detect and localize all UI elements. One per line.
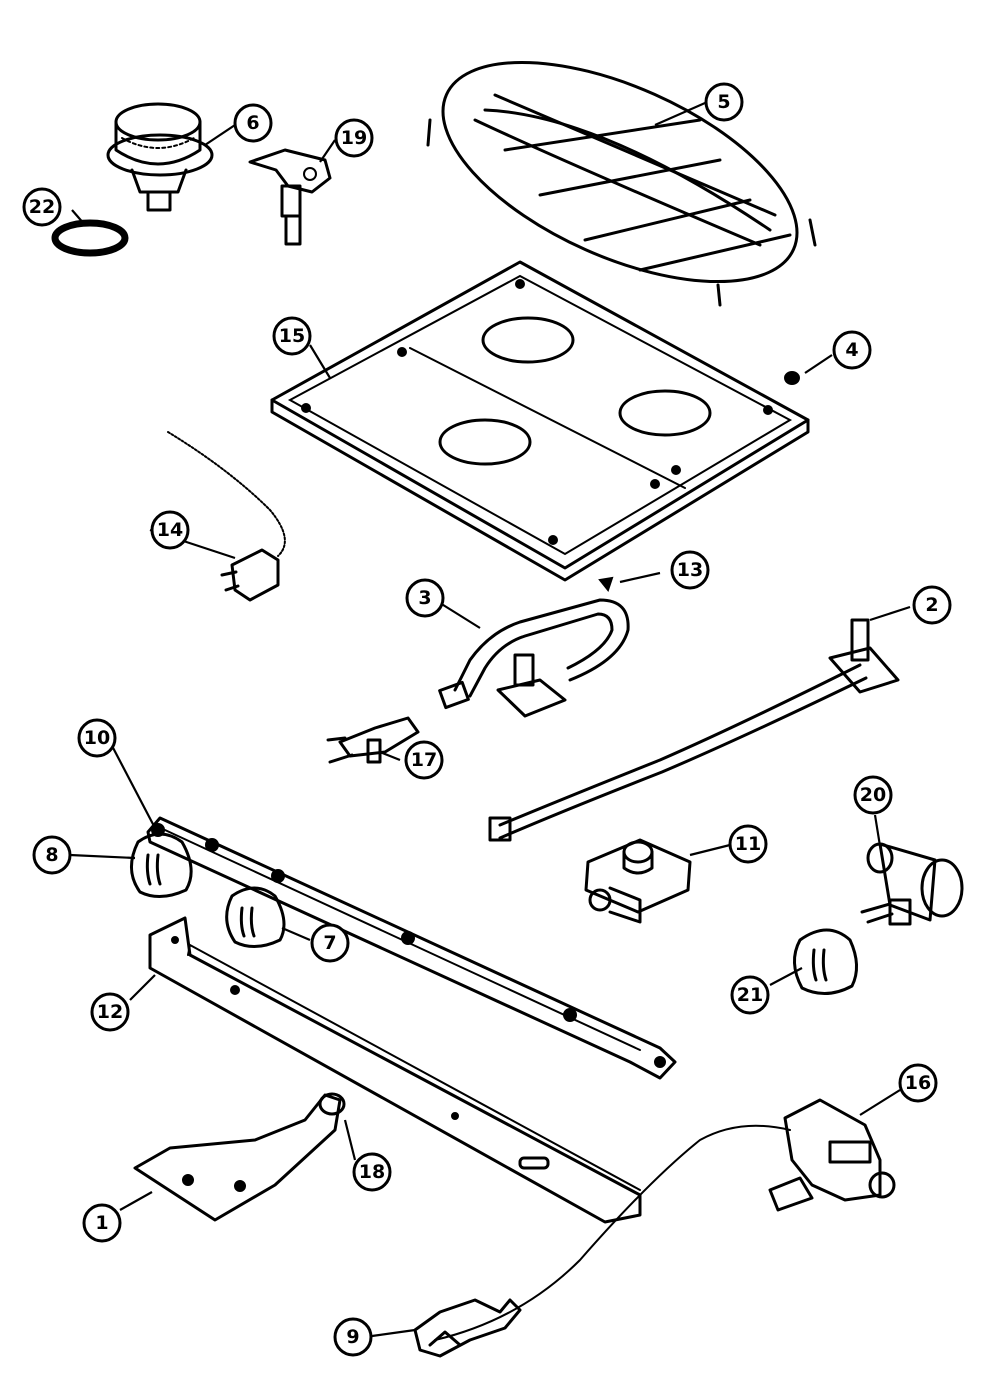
callout-5: 5 (704, 82, 744, 122)
svg-text:17: 17 (411, 749, 437, 771)
grate-part (426, 60, 817, 307)
plug-part (784, 371, 800, 385)
svg-text:7: 7 (323, 932, 336, 954)
callout-21: 21 (730, 975, 770, 1015)
mounting-bracket-part (133, 1092, 346, 1222)
callout-8: 8 (32, 835, 72, 875)
callout-18: 18 (352, 1152, 392, 1192)
svg-text:16: 16 (905, 1072, 931, 1094)
callout-7: 7 (310, 923, 350, 963)
valve-part-20 (860, 842, 964, 926)
burner-tube-part (438, 598, 630, 718)
gas-valve-part (434, 1098, 896, 1341)
callout-6: 6 (233, 103, 273, 143)
knob-part-8 (130, 832, 193, 898)
leader-lines (69, 101, 911, 1338)
callout-9: 9 (333, 1317, 373, 1357)
svg-text:21: 21 (737, 984, 763, 1006)
callout-15: 15 (272, 316, 312, 356)
callout-20: 20 (853, 775, 893, 815)
svg-text:9: 9 (346, 1326, 359, 1348)
long-burner-tube-part (488, 618, 900, 842)
svg-text:2: 2 (925, 594, 938, 616)
callout-13: 13 (670, 550, 710, 590)
screw-part (598, 576, 614, 593)
svg-text:20: 20 (860, 784, 886, 806)
svg-text:14: 14 (157, 519, 183, 541)
svg-text:22: 22 (29, 196, 55, 218)
svg-text:19: 19 (341, 127, 367, 149)
callout-14: 14 (150, 510, 190, 550)
callout-2: 2 (912, 585, 952, 625)
callout-22: 22 (22, 187, 62, 227)
manifold-bracket-part (146, 816, 677, 1080)
svg-text:5: 5 (717, 91, 730, 113)
burner-head-part (106, 102, 214, 212)
callout-16: 16 (898, 1063, 938, 1103)
valve-part (584, 838, 692, 924)
svg-text:18: 18 (359, 1161, 385, 1183)
knob-part-21 (793, 928, 858, 995)
callout-11: 11 (728, 824, 768, 864)
switch-part (167, 431, 286, 602)
knob-part-7 (225, 886, 286, 948)
svg-text:13: 13 (677, 559, 703, 581)
svg-text:4: 4 (845, 339, 858, 361)
orifice-part (326, 716, 420, 764)
igniter-switch-part (413, 1298, 522, 1358)
callout-10: 10 (77, 718, 117, 758)
front-bracket-part (148, 916, 642, 1224)
callout-17: 17 (404, 740, 444, 780)
callout-1: 1 (82, 1203, 122, 1243)
callout-19: 19 (334, 118, 374, 158)
svg-text:8: 8 (45, 844, 58, 866)
o-ring-part (51, 219, 129, 257)
callout-12: 12 (90, 992, 130, 1032)
svg-text:12: 12 (97, 1001, 123, 1023)
svg-text:11: 11 (735, 833, 761, 855)
cooktop-part (270, 260, 810, 582)
svg-text:6: 6 (246, 112, 259, 134)
svg-text:1: 1 (95, 1212, 108, 1234)
svg-text:3: 3 (418, 587, 431, 609)
svg-text:15: 15 (279, 325, 305, 347)
callout-3: 3 (405, 578, 445, 618)
svg-text:10: 10 (84, 727, 110, 749)
igniter-bracket-part (248, 148, 332, 246)
callout-4: 4 (832, 330, 872, 370)
